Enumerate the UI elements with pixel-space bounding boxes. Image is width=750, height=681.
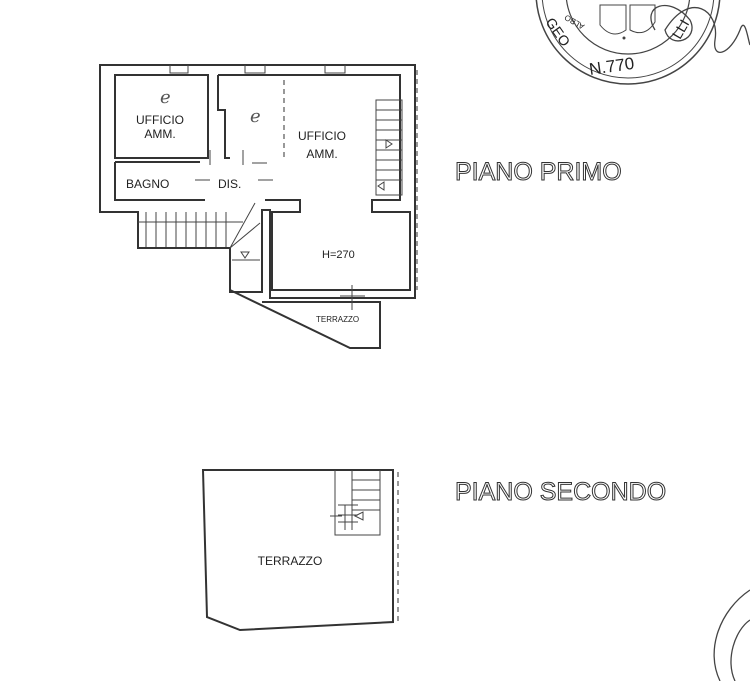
- floor-title-first: PIANO PRIMO: [455, 158, 622, 186]
- ceiling-height-label: H=270: [322, 249, 355, 261]
- room-label-office-main: UFFICIO: [298, 129, 346, 143]
- signature: [650, 4, 750, 53]
- room-label-office-left-sub: AMM.: [144, 127, 175, 141]
- stamp-number: N.770: [588, 54, 636, 79]
- handwritten-mark: e: [160, 87, 171, 108]
- signature-bottom: [713, 589, 750, 681]
- staircase: [330, 470, 381, 536]
- first-floor-plan: e e UFFICIO AMM. UFFICIO AMM. BAGNO DIS.…: [99, 64, 622, 349]
- room-label-terrace: TERRAZZO: [316, 315, 359, 324]
- room-label-bathroom: BAGNO: [126, 177, 169, 191]
- professional-stamp: N.770 GEO ALBO LLI: [535, 0, 750, 681]
- room-label-office-left: UFFICIO: [136, 113, 184, 127]
- room-label-office-main-sub: AMM.: [306, 147, 337, 161]
- floor-title-second: PIANO SECONDO: [455, 478, 666, 506]
- room-label-hallway: DIS.: [218, 177, 241, 191]
- handwritten-mark: e: [250, 106, 261, 127]
- second-floor-plan: TERRAZZO PIANO SECONDO: [201, 469, 667, 632]
- staircase: [138, 202, 261, 261]
- room-label-terrace-second: TERRAZZO: [258, 554, 323, 568]
- staircase: [375, 99, 403, 196]
